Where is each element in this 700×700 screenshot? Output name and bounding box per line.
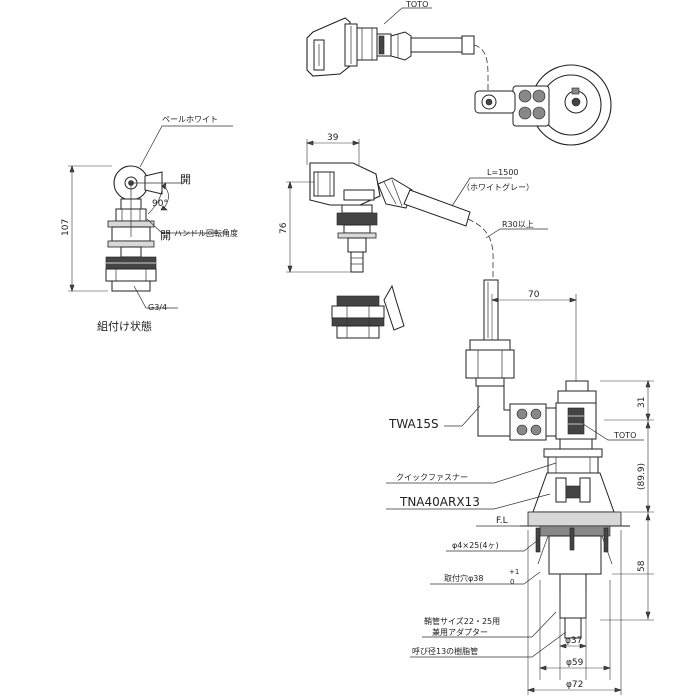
open-label-top: 開	[180, 173, 191, 186]
end-view	[474, 64, 612, 146]
handle-angle-label: ハンドル回転角度	[174, 228, 238, 238]
open-label-bottom: 開	[160, 229, 171, 242]
dim-31: 31	[637, 397, 647, 408]
tolerance-zero: 0	[510, 578, 514, 586]
resin-pipe-label: 呼び径13の樹脂管	[412, 646, 478, 656]
thread-label: G3/4	[148, 303, 167, 312]
dim-59: φ59	[566, 658, 584, 668]
dim-89-9: (89.9)	[637, 463, 647, 490]
assembled-caption: 組付け状態	[97, 319, 152, 333]
tolerance-plus: +1	[509, 568, 519, 576]
dim-107: 107	[61, 219, 71, 236]
dim-76: 76	[279, 222, 289, 234]
quick-fastener-label: クイックファスナー	[396, 473, 468, 482]
fl-label: F.L	[496, 516, 508, 526]
screw-spec-label: φ4×25(4ヶ)	[452, 541, 499, 550]
angle-label: 90°	[152, 199, 168, 209]
adapter-label-1: 鞘管サイズ22・25用	[424, 616, 500, 626]
adapter-label-2: 兼用アダプター	[432, 627, 488, 637]
toto-label-right: TOTO	[613, 431, 636, 440]
hose-length-label: L=1500	[487, 168, 519, 177]
top-view: TOTO	[306, 0, 489, 92]
hose-color-label: （ホワイトグレー）	[462, 182, 534, 192]
tna40arx13-label: TNA40ARX13	[399, 495, 480, 509]
installed-view: 70 31 (89.9) 58 φ37 φ59	[386, 279, 654, 695]
dim-39: 39	[327, 133, 339, 143]
dim-70: 70	[528, 290, 540, 300]
bend-radius-label: R30以上	[502, 220, 534, 229]
pale-white-label: ペールホワイト	[162, 115, 218, 124]
dim-58: 58	[637, 560, 647, 572]
toto-label-top: TOTO	[405, 0, 428, 9]
side-view: 39 76 L=1500 （ホワイトグレー） R	[279, 133, 548, 339]
assembled-view: 90° 開 開 ハンドル回転角度 ペールホワイト 107 G3/4 組付け状態	[61, 115, 238, 333]
twa15s-label: TWA15S	[388, 417, 439, 431]
dim-37: φ37	[565, 636, 582, 646]
mount-hole-label: 取付穴φ38	[444, 573, 483, 583]
dim-72: φ72	[566, 680, 583, 690]
